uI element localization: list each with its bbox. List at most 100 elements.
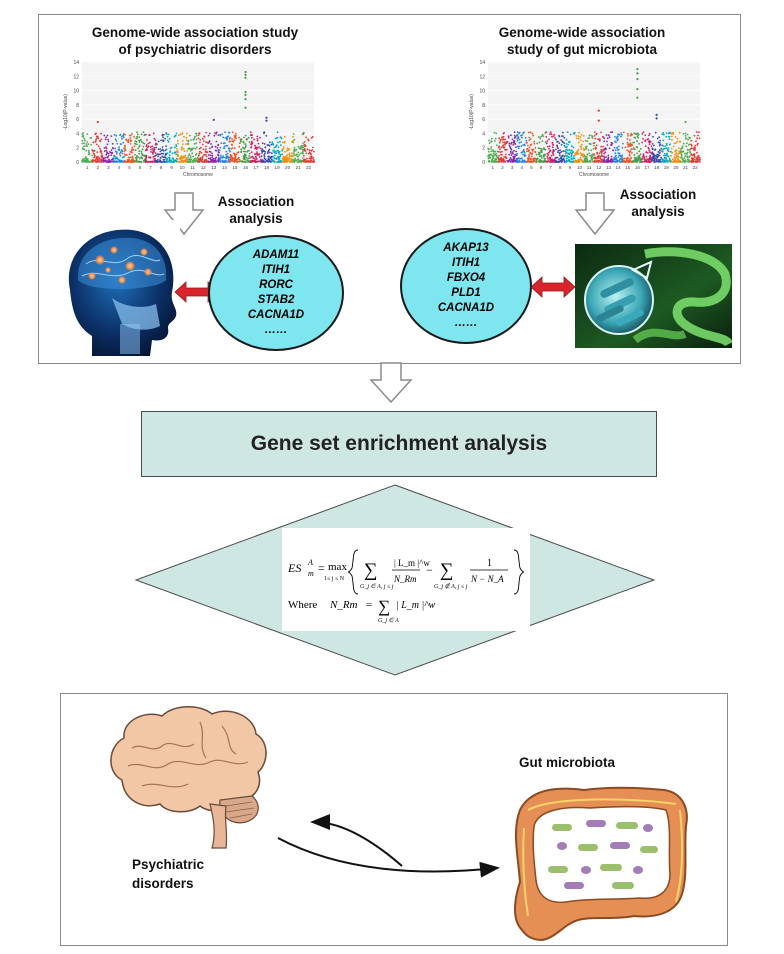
manhattan-point bbox=[209, 157, 212, 160]
manhattan-point bbox=[500, 158, 502, 160]
manhattan-point bbox=[95, 161, 98, 163]
manhattan-point bbox=[250, 159, 252, 162]
manhattan-point bbox=[525, 139, 528, 142]
manhattan-point bbox=[644, 159, 646, 161]
manhattan-point bbox=[154, 144, 157, 146]
manhattan-point bbox=[168, 159, 171, 161]
manhattan-point bbox=[200, 146, 202, 149]
manhattan-point bbox=[666, 152, 668, 155]
manhattan-point bbox=[293, 146, 296, 149]
manhattan-point bbox=[674, 150, 677, 153]
manhattan-point bbox=[557, 161, 560, 163]
manhattan-peak bbox=[265, 119, 268, 122]
manhattan-point bbox=[592, 157, 595, 160]
manhattan-point bbox=[552, 152, 554, 155]
manhattan-point bbox=[209, 151, 212, 153]
manhattan-point bbox=[163, 158, 166, 161]
manhattan-point bbox=[145, 144, 148, 146]
manhattan-point bbox=[240, 148, 243, 151]
manhattan-point bbox=[659, 159, 662, 161]
manhattan-point bbox=[115, 161, 118, 163]
manhattan-point bbox=[304, 150, 307, 152]
manhattan-point bbox=[251, 142, 253, 144]
manhattan-point bbox=[107, 138, 109, 141]
manhattan-point bbox=[310, 159, 312, 162]
manhattan-point bbox=[127, 160, 130, 163]
manhattan-point bbox=[545, 142, 548, 145]
gene-label: RORC bbox=[259, 279, 293, 291]
y-tick-label: 14 bbox=[479, 60, 485, 66]
manhattan-point bbox=[122, 136, 125, 139]
manhattan-point bbox=[514, 143, 517, 145]
manhattan-point bbox=[663, 154, 665, 157]
manhattan-point bbox=[240, 138, 243, 141]
manhattan-point bbox=[651, 151, 654, 154]
manhattan-point bbox=[628, 151, 631, 154]
manhattan-point bbox=[621, 155, 623, 157]
manhattan-point bbox=[671, 158, 674, 161]
manhattan-point bbox=[688, 156, 690, 158]
manhattan-point bbox=[283, 160, 286, 162]
manhattan-point bbox=[601, 155, 603, 157]
manhattan-point bbox=[579, 139, 582, 141]
manhattan-point bbox=[264, 146, 267, 149]
manhattan-point bbox=[217, 134, 220, 136]
manhattan-point bbox=[245, 138, 248, 141]
manhattan-point bbox=[229, 161, 231, 163]
manhattan-point bbox=[217, 151, 220, 153]
manhattan-point bbox=[279, 140, 281, 143]
manhattan-point bbox=[597, 160, 599, 163]
manhattan-point bbox=[590, 157, 593, 159]
manhattan-point bbox=[548, 150, 551, 153]
manhattan-point bbox=[528, 136, 531, 139]
manhattan-point bbox=[274, 150, 276, 153]
manhattan-point bbox=[494, 160, 497, 163]
manhattan-point bbox=[200, 152, 203, 154]
manhattan-point bbox=[494, 158, 496, 161]
manhattan-point bbox=[219, 161, 222, 163]
manhattan-point bbox=[202, 148, 205, 151]
right-assoc-line2: analysis bbox=[631, 204, 685, 219]
manhattan-point bbox=[185, 139, 188, 141]
manhattan-point bbox=[305, 152, 308, 155]
manhattan-point bbox=[201, 156, 204, 159]
manhattan-point bbox=[549, 131, 552, 134]
manhattan-point bbox=[579, 156, 582, 159]
manhattan-point bbox=[579, 152, 582, 155]
manhattan-point bbox=[698, 137, 701, 140]
manhattan-point bbox=[523, 131, 525, 134]
manhattan-point bbox=[115, 151, 118, 153]
manhattan-point bbox=[121, 156, 124, 159]
manhattan-point bbox=[188, 134, 191, 137]
manhattan-point bbox=[207, 134, 210, 137]
manhattan-point bbox=[628, 139, 631, 141]
manhattan-point bbox=[562, 150, 565, 152]
manhattan-point bbox=[563, 159, 566, 161]
manhattan-point bbox=[678, 131, 681, 134]
double-arrow-icon bbox=[530, 276, 576, 298]
manhattan-point bbox=[629, 150, 632, 153]
manhattan-point bbox=[654, 160, 656, 163]
manhattan-point bbox=[161, 146, 164, 148]
right-title-line2: study of gut microbiota bbox=[507, 42, 657, 57]
x-tick-label: 9 bbox=[569, 165, 572, 170]
manhattan-point bbox=[124, 144, 126, 147]
manhattan-point bbox=[153, 146, 156, 149]
manhattan-point bbox=[498, 137, 501, 140]
manhattan-point bbox=[258, 146, 260, 148]
manhattan-point bbox=[684, 132, 687, 135]
manhattan-point bbox=[516, 152, 518, 155]
manhattan-point bbox=[181, 143, 184, 145]
manhattan-point bbox=[500, 153, 502, 156]
manhattan-point bbox=[244, 150, 247, 153]
manhattan-point bbox=[290, 155, 293, 157]
manhattan-point bbox=[285, 155, 287, 158]
manhattan-point bbox=[511, 138, 514, 141]
manhattan-point bbox=[680, 161, 682, 163]
manhattan-point bbox=[527, 144, 529, 147]
manhattan-point bbox=[161, 161, 164, 163]
gene-label: STAB2 bbox=[257, 294, 295, 306]
manhattan-point bbox=[595, 144, 598, 147]
manhattan-point bbox=[492, 152, 495, 155]
manhattan-point bbox=[679, 156, 682, 159]
